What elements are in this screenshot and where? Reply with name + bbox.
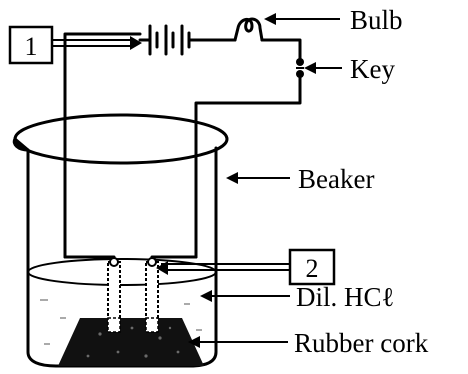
box-1-number: 1 — [25, 32, 38, 61]
key-icon — [296, 58, 304, 78]
label-dil-hcl: Dil. HCℓ — [296, 282, 394, 312]
rubber-cork-icon — [58, 317, 204, 366]
liquid-surface — [27, 258, 217, 345]
label-bulb: Bulb — [350, 5, 403, 35]
circuit-wires — [63, 32, 302, 264]
box-2-arrow — [156, 261, 290, 275]
box-2-number: 2 — [306, 254, 319, 283]
label-box-1: 1 — [8, 25, 54, 65]
bulb-icon — [233, 17, 264, 42]
beaker-icon — [12, 113, 229, 368]
label-beaker: Beaker — [298, 164, 374, 194]
box-1-arrow — [52, 36, 142, 50]
label-key: Key — [350, 54, 395, 84]
label-arrows — [188, 13, 342, 348]
label-box-2: 2 — [288, 248, 336, 286]
label-rubber-cork: Rubber cork — [294, 328, 429, 358]
battery-icon — [138, 24, 194, 56]
